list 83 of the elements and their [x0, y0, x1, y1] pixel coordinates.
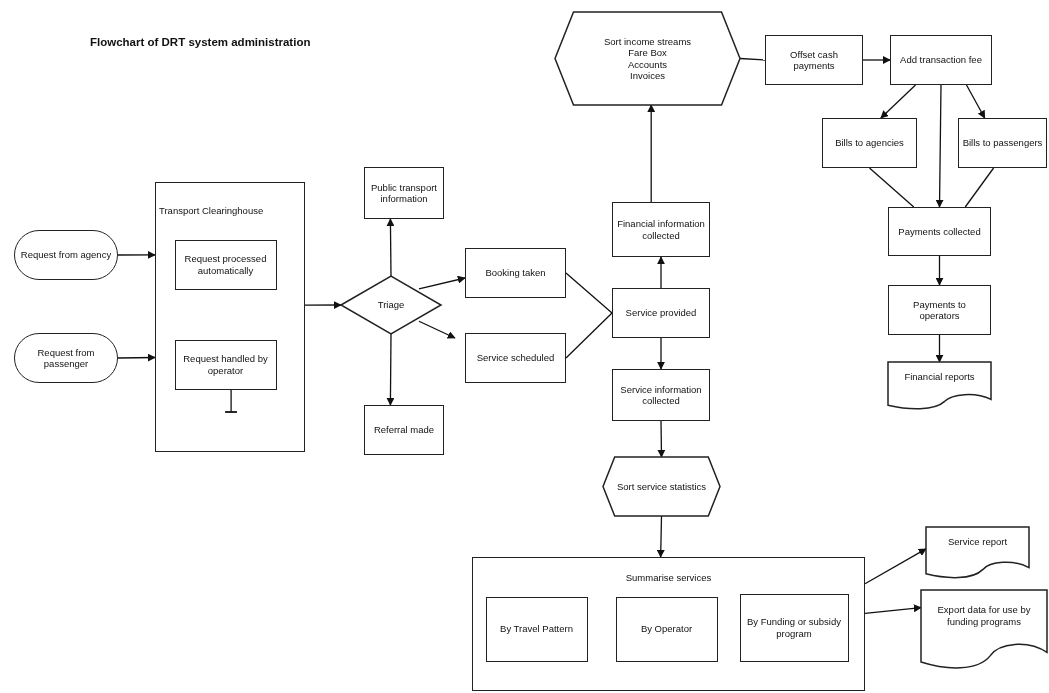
node-label: Sort service statistics [615, 480, 708, 493]
document-shape [921, 590, 1047, 670]
node-label: Public transport information [370, 181, 438, 205]
connector-line [565, 312, 613, 359]
node-label: Financial reports [903, 370, 976, 382]
process-box [888, 285, 991, 335]
arrow [864, 604, 922, 614]
node-label: Export data for use by funding programs [936, 604, 1032, 628]
process-box [765, 35, 863, 85]
node-label: Request from passenger [36, 346, 96, 370]
process-box [612, 202, 710, 257]
process-box [612, 369, 710, 421]
diagram-title: Flowchart of DRT system administration [90, 36, 311, 48]
process-box [364, 167, 444, 219]
node-label: Transport Clearinghouse [158, 205, 265, 217]
preparation-hexagon [603, 457, 720, 516]
connector-line [739, 57, 766, 61]
node-label: Request processed automatically [183, 253, 268, 276]
node-label: Booking taken [484, 267, 547, 279]
process-box [890, 35, 992, 85]
arrow [647, 104, 656, 203]
process-box [612, 288, 710, 338]
node-label: Referral made [372, 424, 436, 436]
document-shape [926, 527, 1029, 579]
arrow [117, 250, 156, 259]
connector-line [565, 272, 613, 314]
process-box [465, 248, 566, 298]
arrow [657, 420, 666, 458]
node-label: By Travel Pattern [499, 623, 574, 635]
node-label: Request handled by operator [182, 353, 269, 376]
process-box [888, 207, 991, 256]
arrow [935, 255, 944, 286]
connector-line [868, 167, 915, 208]
arrow [418, 275, 466, 290]
node-label: Offset cash payments [789, 48, 839, 72]
node-label: Fare Box [627, 47, 668, 59]
node-label: Payments to operators [912, 298, 967, 322]
node-label: By Operator [639, 623, 694, 635]
decision-diamond [341, 276, 441, 334]
process-box [485, 596, 588, 662]
document-shape [888, 362, 991, 410]
process-box [174, 239, 277, 290]
node-label: Invoices [629, 69, 666, 82]
arrow [418, 320, 456, 339]
node-label: Triage [376, 299, 406, 311]
process-box [739, 593, 849, 662]
node-label: Financial information collected [616, 218, 706, 241]
arrow [657, 337, 665, 370]
node-label: Service provided [624, 307, 698, 319]
arrow [935, 84, 944, 208]
preparation-hexagon [555, 12, 740, 105]
node-label: Sort income streams [602, 35, 693, 48]
group-box [472, 557, 865, 691]
arrow [935, 334, 944, 363]
arrow [386, 218, 395, 277]
arrow [864, 548, 927, 585]
arrow [657, 256, 665, 289]
group-box [155, 182, 305, 452]
process-box [364, 405, 444, 455]
node-label: Service information collected [619, 383, 703, 407]
process-box [958, 118, 1047, 168]
node-label: Accounts [626, 58, 669, 70]
arrow [304, 301, 342, 309]
arrow [862, 56, 891, 64]
arrow [965, 84, 986, 119]
node-label: Service scheduled [475, 352, 556, 364]
node-label: Summarise services [624, 572, 713, 584]
node-label: Service report [946, 536, 1009, 548]
arrow [117, 353, 156, 362]
node-label: Payments collected [897, 225, 982, 238]
arrow [880, 84, 917, 119]
arrow [386, 333, 395, 406]
process-box [615, 596, 718, 662]
process-box [465, 333, 566, 383]
arrow [656, 515, 665, 558]
node-label: Bills to passengers [961, 137, 1044, 149]
node-label: Bills to agencies [834, 137, 905, 149]
node-label: Add transaction fee [899, 54, 983, 66]
process-box [174, 339, 277, 390]
connector-line [964, 167, 995, 208]
node-label: By Funding or subsidy program [746, 616, 842, 639]
process-box [822, 118, 917, 168]
node-label: Request from agency [19, 249, 113, 261]
